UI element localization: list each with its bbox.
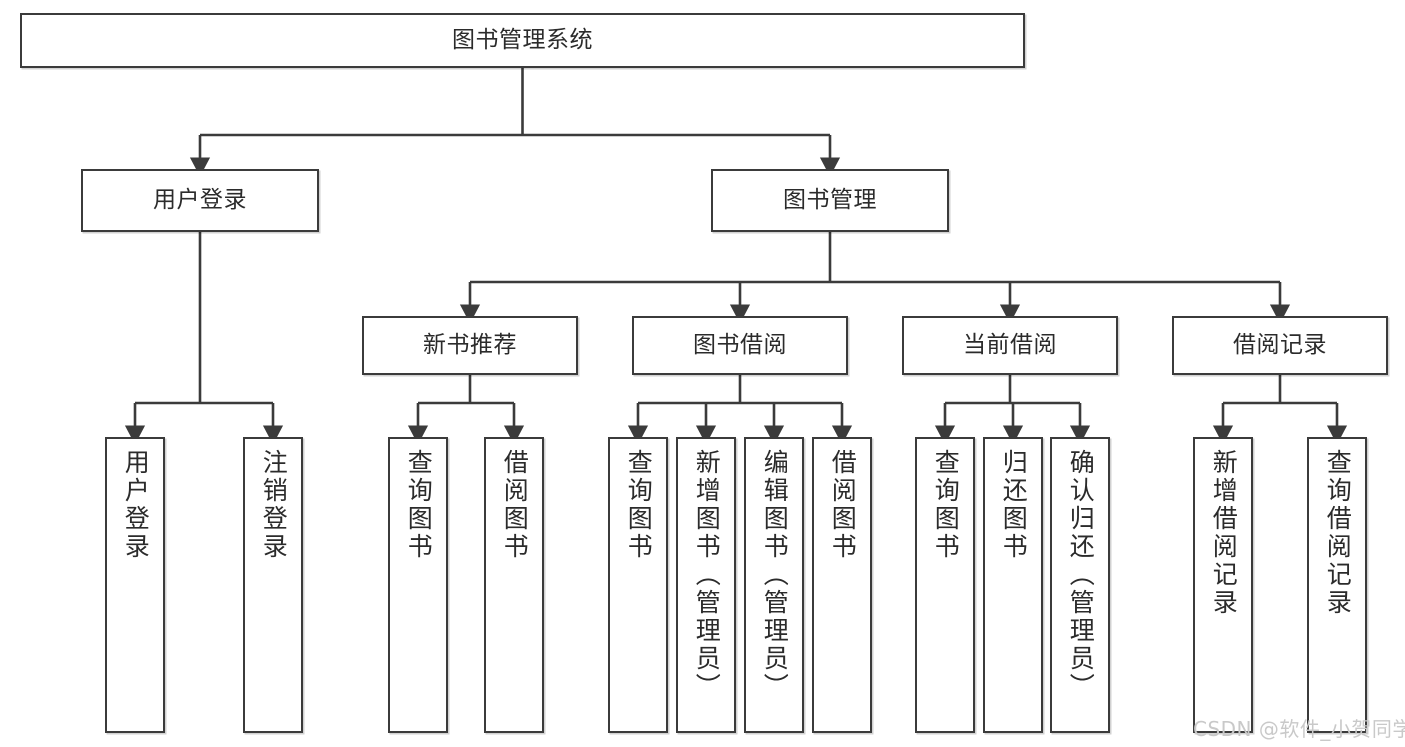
node-leaf-borrow-query[interactable]: 查询图书 [608, 437, 668, 733]
node-label: 查询图书 [931, 449, 961, 561]
node-leaf-cur-confirm[interactable]: 确认归还（管理员） [1050, 437, 1110, 733]
node-label: 新增借阅记录 [1209, 449, 1239, 617]
node-leaf-user-login[interactable]: 用户登录 [105, 437, 165, 733]
node-label: 查询借阅记录 [1323, 449, 1353, 617]
node-label: 新书推荐 [423, 331, 517, 358]
node-label: 当前借阅 [963, 331, 1057, 358]
node-leaf-rcd-query[interactable]: 查询借阅记录 [1307, 437, 1367, 733]
node-label: 归还图书 [999, 449, 1029, 561]
node-label: 图书借阅 [693, 331, 787, 358]
node-label: 注销登录 [259, 449, 289, 561]
node-new-book-rec[interactable]: 新书推荐 [362, 316, 578, 375]
node-leaf-rec-borrow[interactable]: 借阅图书 [484, 437, 544, 733]
node-book-borrow[interactable]: 图书借阅 [632, 316, 848, 375]
node-user-login[interactable]: 用户登录 [81, 169, 319, 232]
node-borrow-record[interactable]: 借阅记录 [1172, 316, 1388, 375]
node-leaf-rec-query[interactable]: 查询图书 [388, 437, 448, 733]
node-root[interactable]: 图书管理系统 [20, 13, 1025, 68]
node-book-manage[interactable]: 图书管理 [711, 169, 949, 232]
watermark-text: CSDN @软件_小贺同学 [1193, 717, 1405, 741]
node-label: 新增图书（管理员） [692, 449, 722, 701]
node-leaf-borrow-edit[interactable]: 编辑图书（管理员） [744, 437, 804, 733]
node-label: 借阅图书 [828, 449, 858, 561]
node-label: 借阅记录 [1233, 331, 1327, 358]
node-label: 用户登录 [121, 449, 151, 561]
node-leaf-rcd-add[interactable]: 新增借阅记录 [1193, 437, 1253, 733]
node-leaf-user-logout[interactable]: 注销登录 [243, 437, 303, 733]
node-label: 图书管理系统 [452, 26, 593, 53]
node-label: 借阅图书 [500, 449, 530, 561]
node-label: 确认归还（管理员） [1066, 449, 1096, 701]
node-leaf-borrow-add[interactable]: 新增图书（管理员） [676, 437, 736, 733]
node-label: 查询图书 [624, 449, 654, 561]
node-label: 编辑图书（管理员） [760, 449, 790, 701]
node-label: 图书管理 [783, 186, 877, 213]
node-label: 用户登录 [153, 186, 247, 213]
node-current-borrow[interactable]: 当前借阅 [902, 316, 1118, 375]
node-leaf-cur-query[interactable]: 查询图书 [915, 437, 975, 733]
node-leaf-borrow-lend[interactable]: 借阅图书 [812, 437, 872, 733]
node-label: 查询图书 [404, 449, 434, 561]
node-leaf-cur-return[interactable]: 归还图书 [983, 437, 1043, 733]
